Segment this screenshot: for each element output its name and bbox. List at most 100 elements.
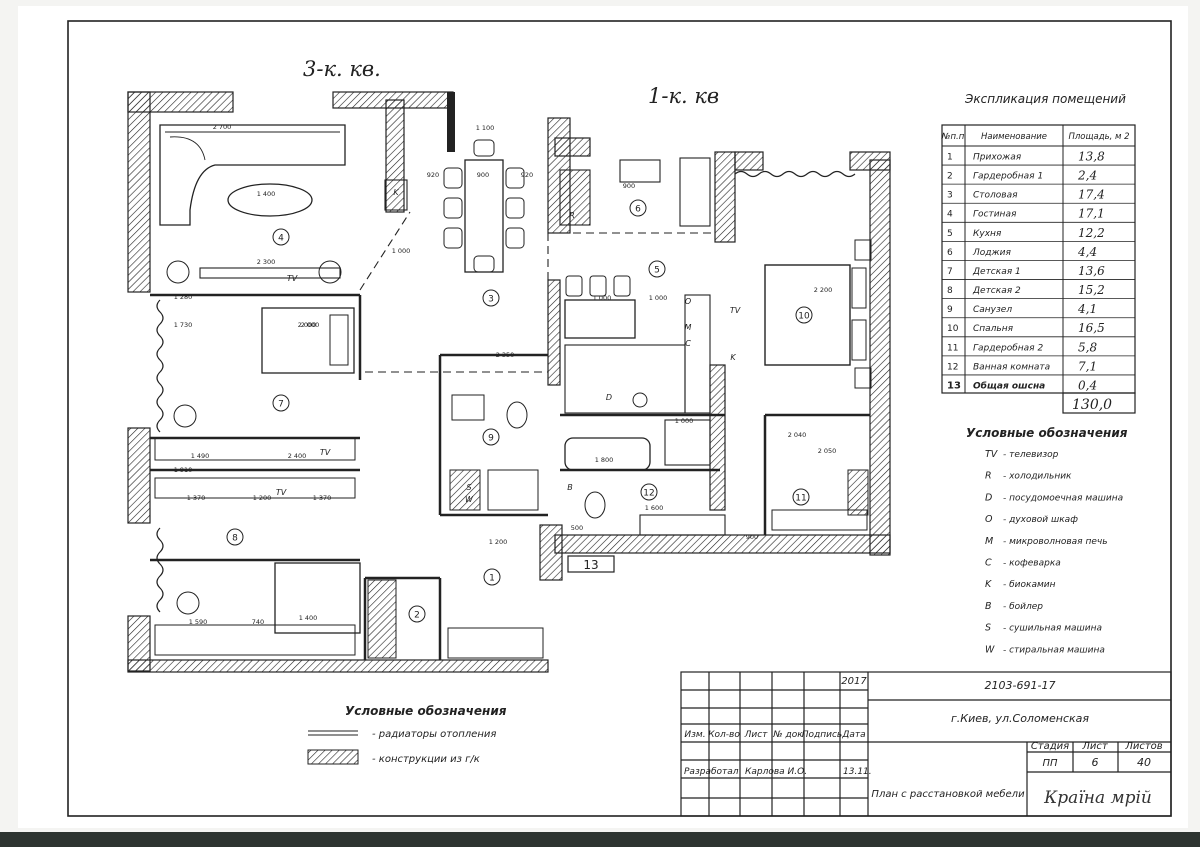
room-number-4: 4 xyxy=(272,228,290,246)
legend-right-title: Условные обозначения xyxy=(966,426,1128,440)
nightstand-2 xyxy=(854,367,872,389)
row-area: 7,1 xyxy=(1078,359,1097,373)
bathtub xyxy=(564,437,651,471)
room-number-circle xyxy=(640,483,658,501)
row-number: 10 xyxy=(947,324,959,334)
room-number-circle xyxy=(482,428,500,446)
row-area: 13,6 xyxy=(1078,264,1105,278)
wall-left-top xyxy=(127,91,151,293)
dimension-label: 1 910 xyxy=(174,466,193,474)
floor-plan: 13 xyxy=(127,91,891,673)
equipment-tag: K xyxy=(730,353,736,362)
room-number-text: 6 xyxy=(635,205,641,215)
company-logo: Країна мрій xyxy=(1043,788,1152,808)
developer-date: 13.11. xyxy=(843,767,872,777)
legend-description: - телевизор xyxy=(1003,450,1059,460)
washer-column xyxy=(449,469,481,511)
row-room-name: Гостиная xyxy=(973,210,1017,220)
equipment-tag: R xyxy=(569,211,575,220)
fireplace-k xyxy=(384,179,408,211)
row-room-name: Кухня xyxy=(973,229,1002,239)
bed-kids-1-pillow xyxy=(329,314,349,366)
room-number-text: 5 xyxy=(654,266,660,276)
loggia-fridge xyxy=(559,169,591,226)
dimension-label: 1 400 xyxy=(299,614,318,622)
dimension-label: 2 700 xyxy=(213,123,232,131)
loggia-table xyxy=(619,159,661,183)
wardrobe-2-cabinet xyxy=(847,469,869,516)
dimension-label: 2 000 xyxy=(301,321,320,329)
dimension-label: 900 xyxy=(623,182,635,190)
equipment-tag: K xyxy=(393,188,399,197)
drawing-title: План с расстановкой мебели xyxy=(871,788,1025,800)
bed-kids-2 xyxy=(274,562,361,634)
title-block-grid xyxy=(680,671,1172,817)
sheets-value: 40 xyxy=(1137,756,1151,769)
wavy-boundary-left xyxy=(156,299,164,433)
legend-key: D xyxy=(985,492,992,503)
shower-tray xyxy=(664,419,711,466)
room-number-circle xyxy=(629,199,647,217)
col-head-list: Лист xyxy=(744,730,769,740)
room-number-circle xyxy=(272,394,290,412)
col-head-sign: Подпись xyxy=(802,730,842,740)
dimension-label: 500 xyxy=(571,524,583,532)
drywall-symbol xyxy=(307,749,359,765)
dimension-label: 2 200 xyxy=(814,286,833,294)
loggia-sofa xyxy=(679,157,711,227)
stage-label: Стадия xyxy=(1031,741,1069,752)
room-13-label: 13 xyxy=(583,558,598,572)
room-number-10: 10 xyxy=(795,306,813,324)
dimension-label: 1 000 xyxy=(593,294,612,302)
equipment-tag: D xyxy=(606,393,612,402)
dimension-label: 920 xyxy=(427,171,439,179)
kitchen-island xyxy=(564,299,636,339)
equipment-tag: TV xyxy=(320,448,331,457)
equipment-tag: C xyxy=(685,339,691,348)
room-number-circle xyxy=(792,488,810,506)
developer-label: Разработал xyxy=(684,767,739,777)
dining-chairs xyxy=(443,139,525,273)
wall-bottom-right xyxy=(554,534,891,554)
equipment-tag: M xyxy=(685,323,692,332)
bottom-edge xyxy=(0,832,1200,847)
row-number: 9 xyxy=(947,305,953,315)
dimension-label: 900 xyxy=(477,171,489,179)
hall-bench xyxy=(447,627,544,659)
row-room-name: Спальня xyxy=(973,324,1014,334)
room-number-2: 2 xyxy=(408,605,426,623)
legend-description: - духовой шкаф xyxy=(1003,515,1078,525)
row-area: 17,1 xyxy=(1078,207,1105,221)
legend-key: K xyxy=(985,579,992,590)
legend-description: - посудомоечная машина xyxy=(1003,493,1123,503)
plant-2 xyxy=(318,260,342,284)
bed-kids-1 xyxy=(261,307,355,374)
sheet-value: 6 xyxy=(1092,756,1099,769)
room-number-text: 2 xyxy=(414,611,420,621)
equipment-tag: O xyxy=(685,297,691,306)
row-number: 3 xyxy=(947,191,953,201)
col-head-date: Дата xyxy=(841,730,865,740)
room-number-text: 3 xyxy=(488,295,494,305)
dimension-label: 2 400 xyxy=(288,452,307,460)
legend-key: O xyxy=(985,514,993,525)
room-number-text: 8 xyxy=(232,534,238,544)
paper xyxy=(18,6,1188,828)
legend-description: - микроволновая печь xyxy=(1003,537,1108,547)
developer-name: Карлова И.О. xyxy=(745,767,807,777)
dimension-label: 1 370 xyxy=(187,494,206,502)
room-number-11: 11 xyxy=(792,488,810,506)
sofa-back xyxy=(165,131,340,161)
legend-item: D - посудомоечная машина xyxy=(985,492,1123,503)
dimension-label: 1 730 xyxy=(174,321,193,329)
chair-kids-1 xyxy=(173,404,197,428)
col-head-doc: № док xyxy=(772,730,803,740)
dimension-label: 2 350 xyxy=(496,351,515,359)
